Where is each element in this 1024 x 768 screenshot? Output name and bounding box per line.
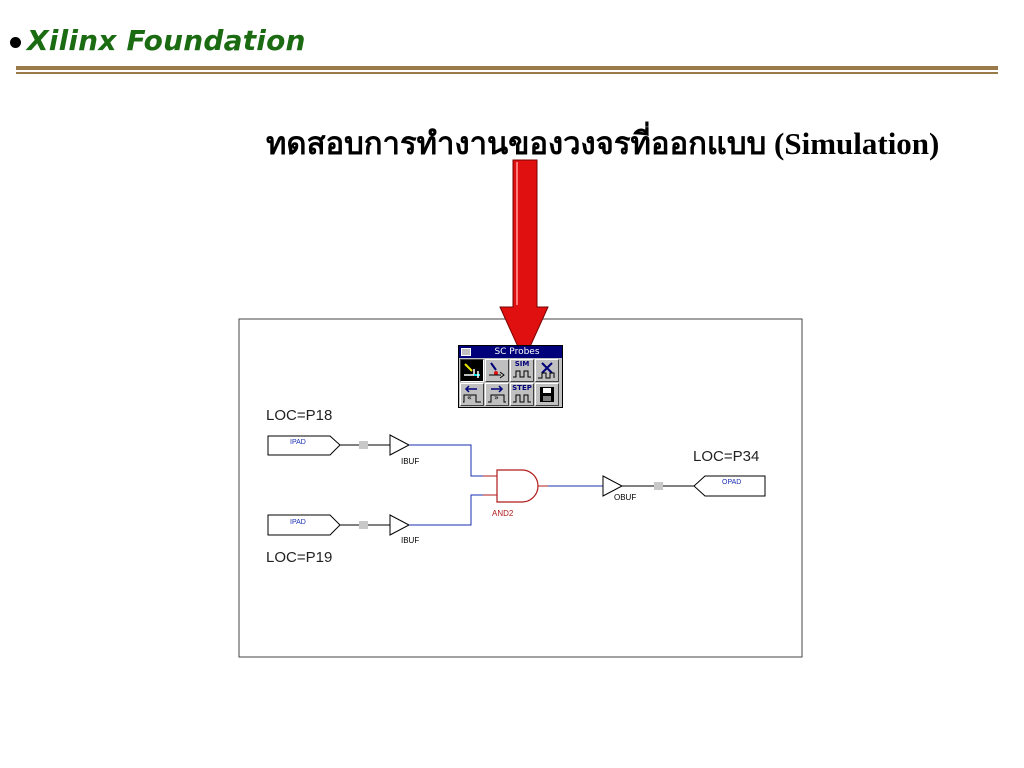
obuf-label: OBUF: [614, 493, 636, 502]
slide-subtitle: ทดสอบการทำงานของวงจรที่ออกแบบ (Simulatio…: [266, 126, 940, 161]
step-button[interactable]: STEP: [510, 383, 534, 406]
slide-header: Xilinx Foundation: [10, 22, 306, 58]
net-marker-1: [359, 441, 368, 449]
ibuf-2-label: IBUF: [401, 536, 419, 545]
svg-text:»: »: [494, 393, 499, 402]
floppy-disk-icon: [540, 387, 554, 402]
probe-delete-button[interactable]: [485, 359, 509, 382]
sim-label: SIM: [514, 360, 530, 368]
save-probes-button[interactable]: [535, 383, 559, 406]
ibuf-2[interactable]: IBUF: [389, 514, 419, 545]
stop-sim-button[interactable]: [535, 359, 559, 382]
obuf[interactable]: OBUF: [602, 475, 636, 502]
bullet-icon: [10, 36, 21, 48]
palette-title: SC Probes: [494, 347, 540, 357]
loc-label-input-1: LOC=P18: [266, 407, 332, 424]
ipad-2[interactable]: IPAD: [267, 514, 341, 536]
probe-add-button[interactable]: [460, 359, 484, 382]
opad[interactable]: OPAD: [693, 475, 766, 497]
ipad-2-label: IPAD: [290, 519, 306, 526]
step-back-button[interactable]: «: [460, 383, 484, 406]
step-back-icon: «: [463, 385, 481, 403]
and2-gate[interactable]: AND2: [483, 469, 548, 518]
red-arrow-icon: [499, 159, 549, 362]
ibuf-1[interactable]: IBUF: [389, 434, 419, 466]
header-rule-thick: [16, 66, 998, 70]
opad-label: OPAD: [722, 479, 741, 486]
ibuf-1-label: IBUF: [401, 457, 419, 466]
net-marker-3: [654, 482, 663, 490]
waveform-icon: [513, 370, 531, 378]
sc-probes-palette[interactable]: SC Probes SIM: [458, 345, 563, 408]
sim-button[interactable]: SIM: [510, 359, 534, 382]
step-forward-icon: »: [488, 385, 506, 403]
loc-label-output: LOC=P34: [693, 448, 759, 465]
ipad-1-label: IPAD: [290, 439, 306, 446]
palette-titlebar[interactable]: SC Probes: [459, 346, 562, 358]
and2-label: AND2: [492, 509, 514, 518]
net-marker-2: [359, 521, 368, 529]
header-rule-thin: [16, 72, 998, 74]
step-waveform-icon: [513, 394, 531, 403]
ipad-1[interactable]: IPAD: [267, 435, 341, 456]
loc-label-input-2: LOC=P19: [266, 549, 332, 566]
probe-arrow-icon: [489, 362, 505, 379]
step-label: STEP: [512, 384, 532, 392]
stop-waveform-icon: [538, 362, 555, 379]
header-title: Xilinx Foundation: [27, 23, 306, 57]
svg-text:«: «: [467, 393, 472, 402]
probe-pointer-icon: [464, 363, 480, 378]
step-forward-button[interactable]: »: [485, 383, 509, 406]
palette-system-menu-button[interactable]: [461, 348, 471, 356]
